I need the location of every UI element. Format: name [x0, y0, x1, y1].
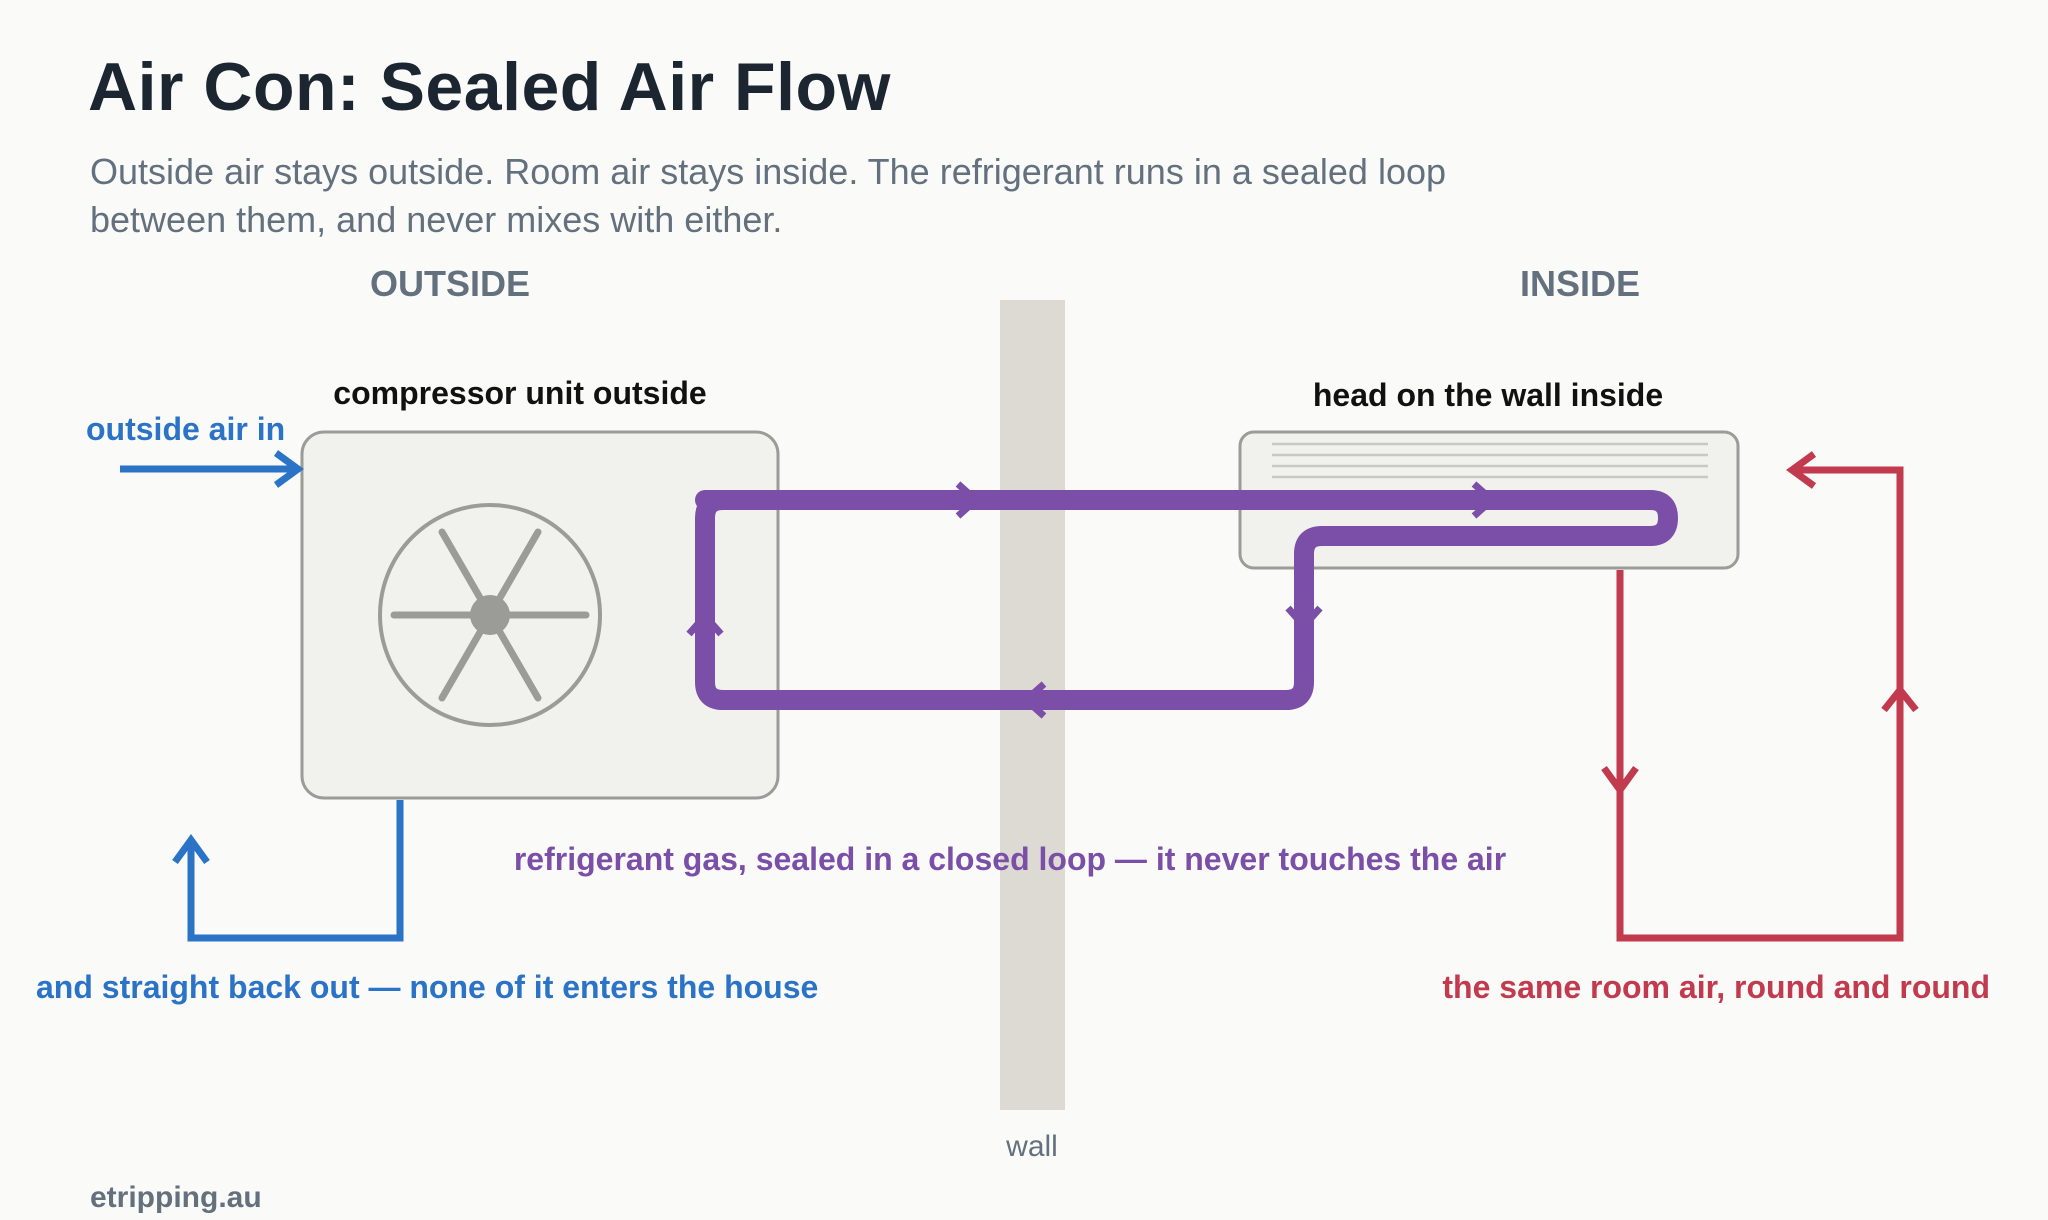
- outside-air-flow: [120, 450, 404, 942]
- room-air-down-arrow: [1601, 765, 1639, 796]
- room-air-return-arrow: [1786, 451, 1817, 489]
- outside-air-in-label: outside air in: [86, 411, 285, 447]
- refrigerant-loop: [686, 481, 1678, 719]
- outside-air-out-arrow: [172, 834, 210, 865]
- refrigerant-arrow-down: [1285, 605, 1323, 632]
- page-title: Air Con: Sealed Air Flow: [88, 49, 891, 125]
- refrigerant-arrow-right-1: [955, 481, 982, 519]
- inside-heading: INSIDE: [1520, 263, 1640, 304]
- wall-label: wall: [1005, 1130, 1058, 1163]
- page-subtitle: Outside air stays outside. Room air stay…: [90, 151, 1447, 240]
- brand-watermark: etripping.au: [90, 1181, 262, 1214]
- outside-heading: OUTSIDE: [370, 263, 530, 304]
- outside-air-in-arrow: [273, 450, 304, 488]
- fan-icon: [378, 503, 602, 727]
- room-air-label: the same room air, round and round: [1442, 969, 1990, 1005]
- refrigerant-arrow-up: [686, 610, 724, 637]
- room-air-flow: [1601, 451, 1919, 942]
- head-unit-label: head on the wall inside: [1313, 377, 1663, 413]
- room-air-up-arrow: [1881, 684, 1919, 713]
- outside-air-out-label: and straight back out — none of it enter…: [36, 969, 818, 1005]
- compressor-unit: [300, 430, 780, 800]
- refrigerant-label: refrigerant gas, sealed in a closed loop…: [514, 841, 1506, 877]
- refrigerant-arrow-right-2: [1471, 481, 1498, 519]
- compressor-label: compressor unit outside: [333, 375, 706, 411]
- head-unit-vents: [1272, 442, 1708, 479]
- refrigerant-arrow-left: [1020, 681, 1047, 719]
